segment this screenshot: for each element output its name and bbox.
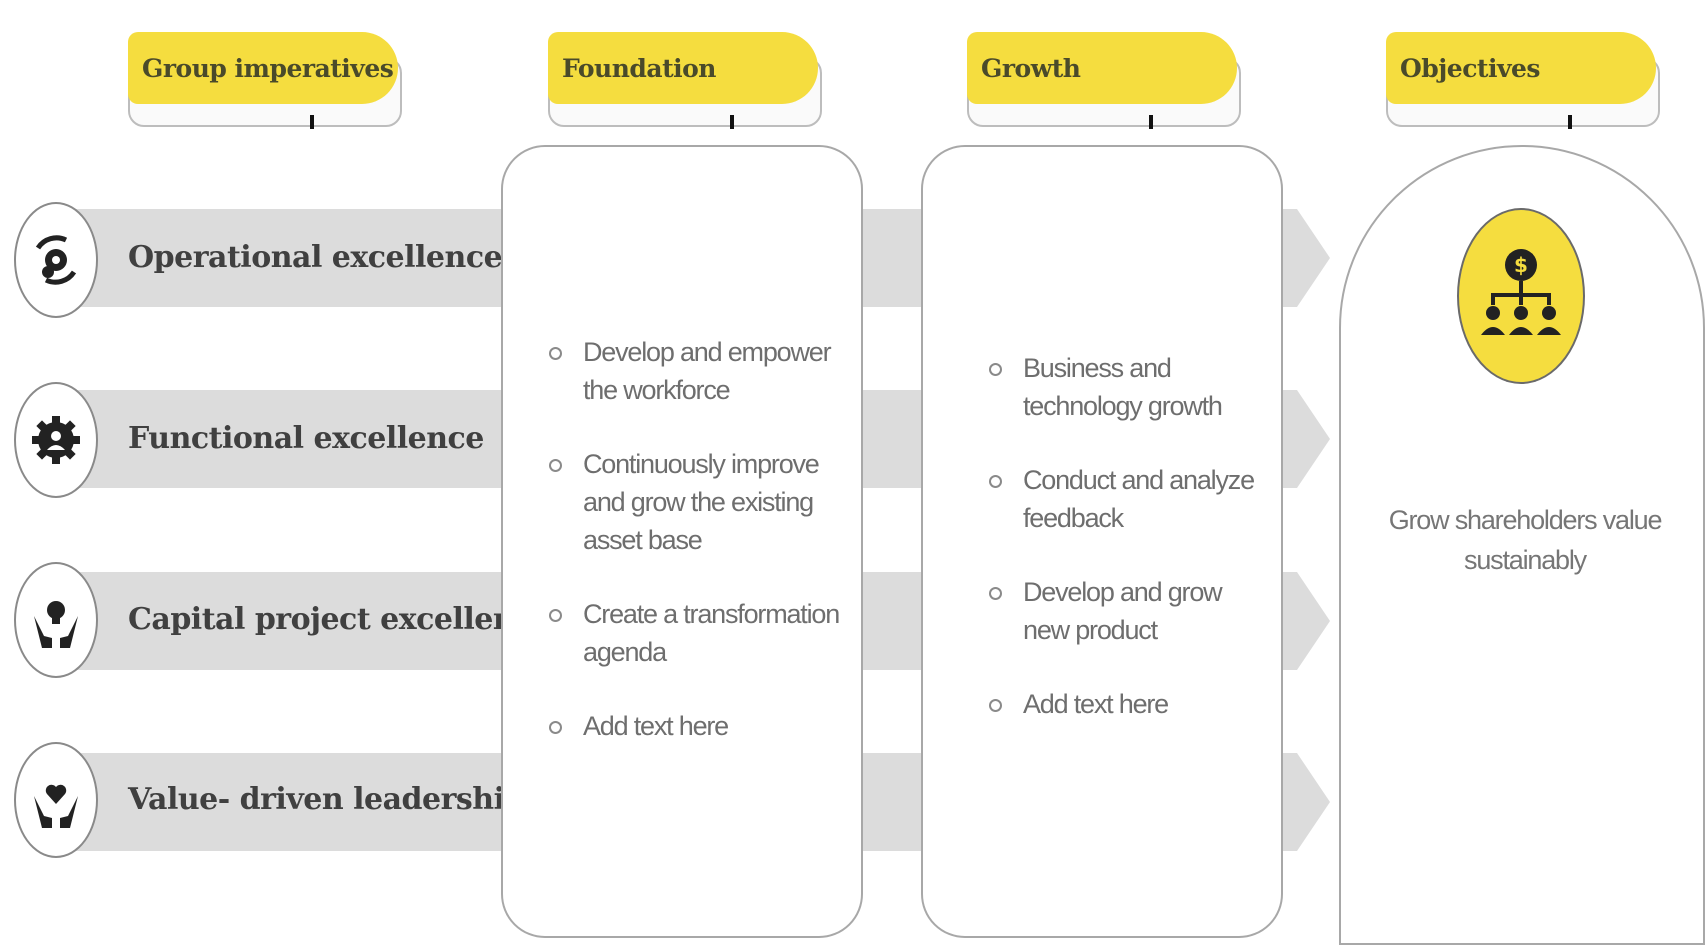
list-item: Develop and grow new product — [989, 573, 1259, 649]
row-label-functional-excellence: Functional excellence — [128, 421, 484, 456]
list-item: Add text here — [549, 707, 849, 745]
circle-bullet-icon — [989, 587, 1002, 600]
list-item: Continuously improve and grow the existi… — [549, 445, 849, 559]
list-item: Add text here — [989, 685, 1259, 723]
list-item: Conduct and analyze feedback — [989, 461, 1259, 537]
money-organization-icon: $ — [1457, 208, 1585, 384]
svg-text:$: $ — [1514, 253, 1528, 277]
foundation-card: Develop and empower the workforce Contin… — [501, 145, 863, 938]
circle-bullet-icon — [989, 699, 1002, 712]
row-label-operational-excellence: Operational excellence — [128, 240, 503, 275]
circle-bullet-icon — [549, 459, 562, 472]
circle-bullet-icon — [549, 347, 562, 360]
row-label-value-driven-leadership: Value- driven leadership — [128, 782, 525, 817]
header-label: Foundation — [548, 32, 818, 104]
header-label: Group imperatives — [128, 32, 398, 104]
circle-bullet-icon — [549, 721, 562, 734]
circle-bullet-icon — [989, 363, 1002, 376]
circle-bullet-icon — [989, 475, 1002, 488]
objective-text: Grow shareholders value sustainably — [1388, 505, 1663, 575]
circle-bullet-icon — [549, 609, 562, 622]
hand-bulb-icon — [14, 562, 98, 678]
list-item: Develop and empower the workforce — [549, 333, 849, 409]
growth-list: Business and technology growth Conduct a… — [989, 349, 1259, 759]
gear-person-icon — [14, 382, 98, 498]
gear-cycle-icon — [14, 202, 98, 318]
header-label: Growth — [967, 32, 1237, 104]
list-item: Create a transformation agenda — [549, 595, 849, 671]
header-label: Objectives — [1386, 32, 1656, 104]
row-label-capital-project-excellence: Capital project excellence — [128, 602, 551, 637]
list-item: Business and technology growth — [989, 349, 1259, 425]
growth-card: Business and technology growth Conduct a… — [921, 145, 1283, 938]
hand-heart-icon — [14, 742, 98, 858]
foundation-list: Develop and empower the workforce Contin… — [549, 333, 849, 781]
